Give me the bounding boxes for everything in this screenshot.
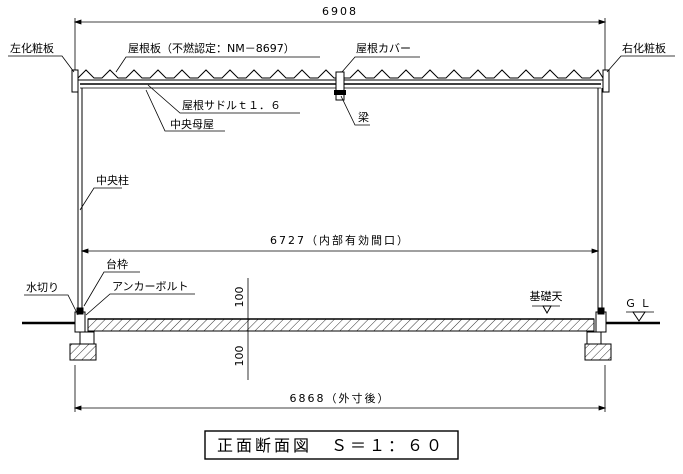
roof-cover bbox=[335, 71, 345, 101]
roof-panel-label: 屋根板（不燃認定：NM－8697） bbox=[128, 41, 295, 55]
height-dimension-line bbox=[242, 278, 254, 380]
roof-cover-label: 屋根カバー bbox=[356, 41, 411, 55]
ground-level-label: ＧＬ bbox=[625, 297, 655, 310]
title-box bbox=[204, 430, 459, 460]
below-ground-dim: 100 bbox=[233, 346, 246, 367]
overall-width-label: 6908 bbox=[322, 5, 358, 18]
right-fascia-board bbox=[602, 69, 610, 93]
left-fascia-label: 左化粧板 bbox=[10, 41, 54, 55]
drawing-title: 正面断面図 Ｓ＝１：６０ bbox=[217, 436, 445, 455]
beam-label: 梁 bbox=[358, 110, 369, 124]
foundation-slab bbox=[87, 318, 595, 332]
right-footing bbox=[584, 307, 612, 361]
leader-lines bbox=[8, 55, 675, 316]
center-post-label: 中央柱 bbox=[96, 173, 129, 187]
above-ground-dim: 100 bbox=[233, 287, 246, 308]
posts bbox=[77, 88, 603, 312]
left-footing bbox=[69, 307, 97, 361]
outer-dimension-line bbox=[73, 365, 607, 412]
left-fascia-board bbox=[71, 69, 79, 93]
outer-width-label: 6868（外寸後） bbox=[290, 391, 391, 405]
inner-dimension-line bbox=[80, 248, 600, 254]
base-frame-label: 台枠 bbox=[106, 257, 128, 271]
roof-saddle-label: 屋根サドルｔ１．６ bbox=[182, 98, 281, 112]
anchor-bolt-label: アンカーボルト bbox=[112, 280, 189, 293]
right-fascia-label: 右化粧板 bbox=[622, 41, 666, 55]
overall-dimension-line bbox=[73, 18, 607, 70]
foundation-top-label: 基礎天 bbox=[530, 290, 563, 303]
beam bbox=[334, 90, 346, 95]
center-purlin-label: 中央母屋 bbox=[170, 118, 214, 131]
ground-level-marker bbox=[632, 311, 646, 322]
drip-label: 水切り bbox=[26, 281, 59, 294]
foundation-top-marker bbox=[542, 305, 552, 315]
inner-width-label: 6727（内部有効間口） bbox=[270, 233, 410, 247]
